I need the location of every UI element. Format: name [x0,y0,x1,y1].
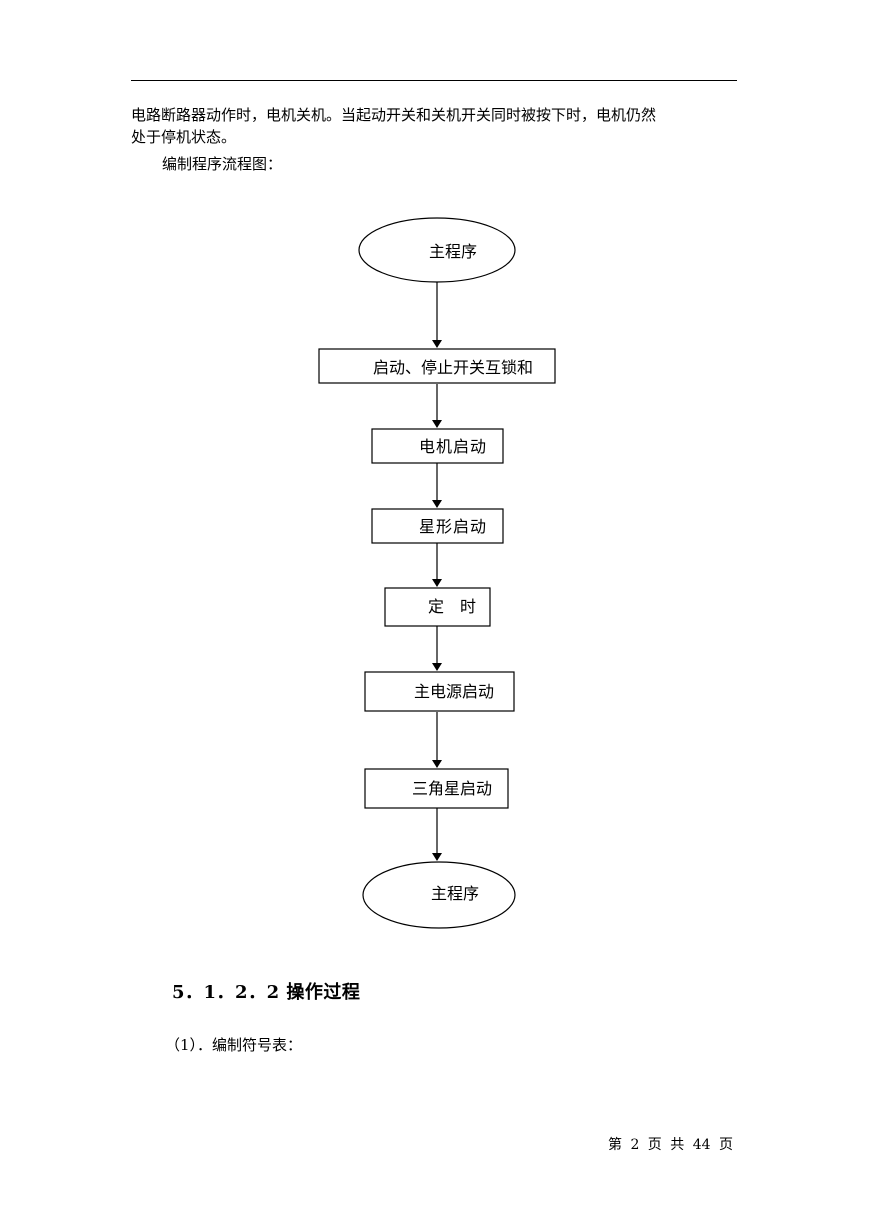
flow-step-6-label: 三角星启动 [412,779,492,798]
flow-end-label: 主程序 [431,884,479,903]
flow-end-ellipse [362,861,516,929]
page-number-footer: 第 2 页 共 44 页 [608,1137,733,1153]
body-text-line-1: 电路断路器动作时，电机关机。当起动开关和关机开关同时被按下时，电机仍然 [131,106,657,124]
flow-step-3-label: 星形启动 [419,517,487,536]
flow-step-5-label: 主电源启动 [414,682,494,701]
flow-step-4-label: 定 时 [428,597,476,616]
flow-step-1-label: 启动、停止开关互锁和 [373,358,533,377]
flow-step-3-box [371,508,504,544]
flow-start-label: 主程序 [429,242,477,261]
flow-step-4-box [384,587,491,627]
header-rule [131,80,737,81]
flow-step-2-box [371,428,504,464]
flowchart-intro: 编制程序流程图： [162,155,283,173]
flow-start-ellipse [358,217,516,283]
sub-heading: （1）．编制符号表： [165,1036,303,1054]
flow-step-5-box [364,671,515,712]
body-text-line-2: 处于停机状态。 [131,128,237,146]
flow-step-2-label: 电机启动 [419,437,487,456]
flow-step-6-box [364,768,509,809]
section-heading: 5．1．2．2 操作过程 [172,982,361,1003]
flow-step-1-box [318,348,556,384]
program-flowchart: 主程序 启动、停止开关互锁和 电机启动 星形启动 定 时 主电源启动 三角星启动… [318,217,556,929]
